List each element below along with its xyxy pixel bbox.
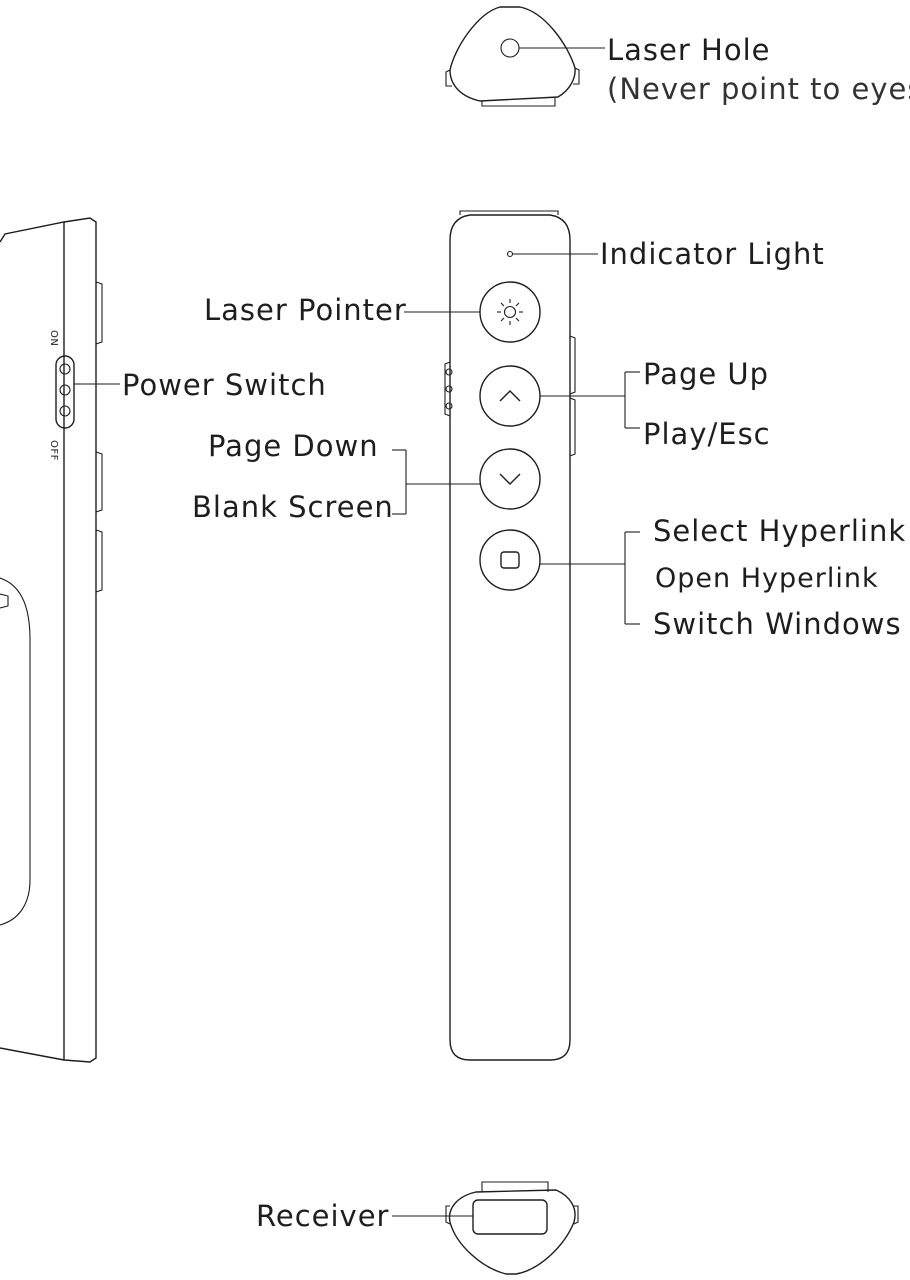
laser-hole-label: Laser Hole (607, 33, 770, 67)
open-hyperlink-label: Open Hyperlink (655, 563, 879, 594)
page-up-button[interactable] (479, 365, 541, 427)
laser-pointer-label: Laser Pointer (204, 293, 407, 327)
remote-side-view: ON OFF (0, 217, 120, 1063)
laser-pointer-button[interactable] (479, 281, 541, 343)
chevron-up-icon (499, 390, 521, 402)
page-up-label: Page Up (643, 357, 769, 391)
indicator-light-dot (506, 250, 514, 258)
laser-hole-warning: (Never point to eyes) (607, 72, 910, 106)
square-icon (500, 551, 520, 569)
receiver-end-view (392, 1181, 579, 1275)
switch-windows-label: Switch Windows (653, 607, 902, 641)
remote-front-view (392, 210, 640, 1061)
hyperlink-button[interactable] (479, 529, 541, 591)
power-switch-label: Power Switch (122, 368, 327, 402)
switch-off-mark: OFF (48, 440, 59, 461)
chevron-down-icon (499, 473, 521, 485)
select-hyperlink-label: Select Hyperlink (653, 514, 906, 548)
page-down-label: Page Down (208, 429, 379, 463)
receiver-label: Receiver (256, 1199, 389, 1233)
laser-hole-icon (500, 38, 520, 58)
play-esc-label: Play/Esc (643, 417, 771, 451)
blank-screen-label: Blank Screen (192, 490, 394, 524)
page-down-button[interactable] (479, 448, 541, 510)
power-switch[interactable] (55, 355, 75, 429)
sun-icon (497, 299, 523, 325)
receiver-port-icon (472, 1199, 548, 1235)
laser-end-view (445, 6, 605, 107)
indicator-light-label: Indicator Light (600, 237, 825, 271)
switch-on-mark: ON (48, 330, 59, 346)
